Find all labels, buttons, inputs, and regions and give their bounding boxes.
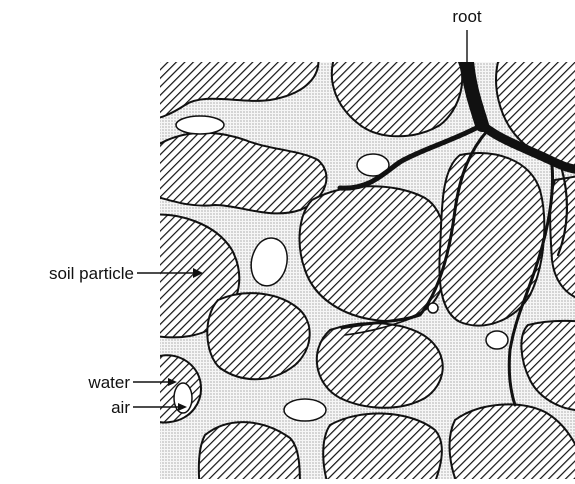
soil-particle bbox=[207, 293, 309, 379]
air-label: air bbox=[111, 398, 130, 417]
air-pocket bbox=[486, 331, 508, 349]
soil-particle bbox=[317, 323, 443, 408]
water-label: water bbox=[87, 373, 130, 392]
air-pocket bbox=[428, 303, 438, 313]
soil-particle-label: soil particle bbox=[49, 264, 134, 283]
soil-particle bbox=[323, 414, 442, 479]
air-pocket bbox=[284, 399, 326, 421]
root-label: root bbox=[452, 7, 482, 26]
air-pocket bbox=[176, 116, 224, 134]
